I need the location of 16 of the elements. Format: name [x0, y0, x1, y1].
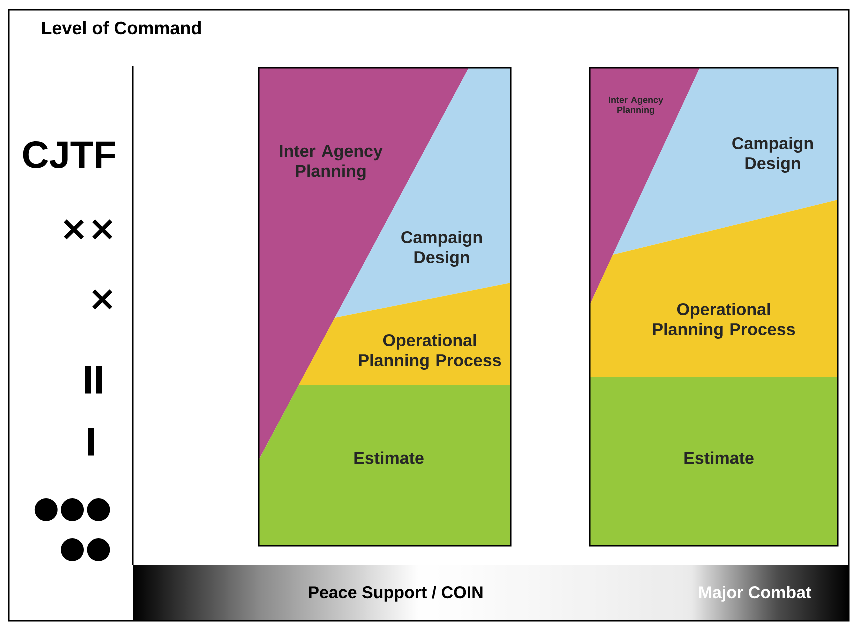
region: Estimate	[259, 385, 511, 546]
command-level-label: CJTF	[23, 142, 116, 168]
region: Operational Planning Process	[299, 283, 511, 385]
axis-title: Level of Command	[42, 21, 202, 35]
region: Operational Planning Process	[590, 200, 838, 377]
panel-frame	[258, 67, 512, 547]
panel-frame	[589, 67, 839, 547]
command-level-symbol: ●●●	[34, 498, 110, 522]
region: Inter Agency Planning	[590, 68, 700, 305]
command-level-symbol: ×	[92, 290, 113, 310]
command-level-symbol: II	[85, 366, 102, 394]
region: Estimate	[590, 377, 838, 546]
command-level-symbol: ●●	[61, 538, 110, 562]
scale-label: Peace Support / COIN	[309, 586, 483, 602]
command-level-symbol: I	[88, 428, 94, 456]
command-level-symbol: ××	[64, 220, 113, 240]
